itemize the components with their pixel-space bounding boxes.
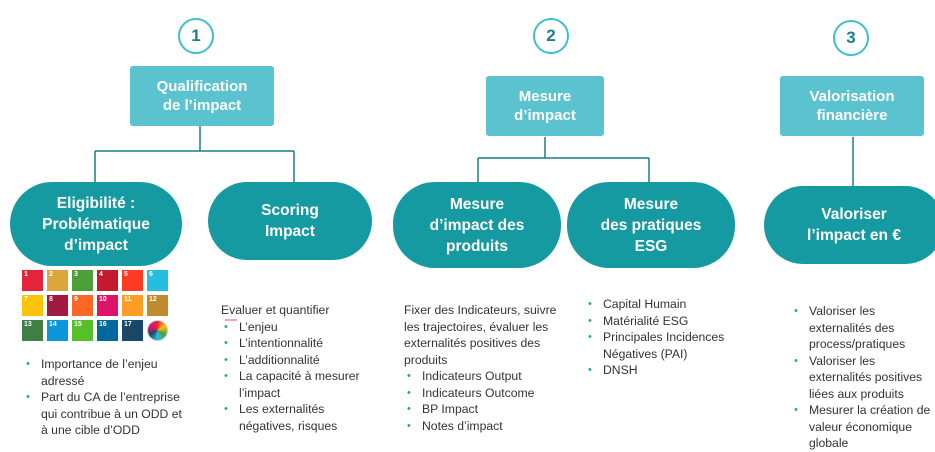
valoriser-oval: Valoriser l’impact en € — [764, 186, 935, 264]
col2-intro: Evaluer et quantifier — [221, 303, 330, 317]
col3-intro: Fixer des Indicateurs, suivre les trajec… — [404, 303, 557, 367]
scoring-oval: Scoring Impact — [208, 182, 372, 260]
bullet-item: L’additionnalité — [221, 352, 371, 369]
bullet-item: Notes d’impact — [404, 418, 566, 435]
sdg-tile-icon: 6 — [147, 270, 168, 291]
step-2-title: Mesure d’impact — [486, 76, 604, 136]
col4-text: Capital HumainMatérialité ESGPrincipales… — [585, 296, 750, 379]
sdg-tile-icon: 3 — [72, 270, 93, 291]
sdg-tile-icon: 2 — [47, 270, 68, 291]
sdg-tile-icon: 4 — [97, 270, 118, 291]
bullet-item: Indicateurs Output — [404, 368, 566, 385]
mesure-produits-oval: Mesure d’impact des produits — [393, 182, 561, 268]
col5-text: Valoriser les externalités des process/p… — [791, 303, 935, 452]
sdg-tile-icon: 12 — [147, 295, 168, 316]
mesure-pratiques-oval: Mesure des pratiques ESG — [567, 182, 735, 268]
sdg-tile-icon: 13 — [22, 320, 43, 341]
sdg-tile-icon — [147, 320, 168, 341]
bullet-item: L’intentionnalité — [221, 335, 371, 352]
sdg-tile-icon: 11 — [122, 295, 143, 316]
sdg-tile-icon: 9 — [72, 295, 93, 316]
bullet-item: Importance de l’enjeu adressé — [23, 356, 183, 389]
bullet-item: DNSH — [585, 362, 750, 379]
step-1-number: 1 — [178, 18, 214, 54]
sdg-tile-icon: 17 — [122, 320, 143, 341]
sdg-tile-icon: 16 — [97, 320, 118, 341]
bullet-item: Principales Incidences Négatives (PAI) — [585, 329, 750, 362]
bullet-item: Indicateurs Outcome — [404, 385, 566, 402]
bullet-item: BP Impact — [404, 401, 566, 418]
bullet-item: Part du CA de l’entreprise qui contribue… — [23, 389, 183, 439]
step-2-number: 2 — [533, 18, 569, 54]
sdg-tile-icon: 1 — [22, 270, 43, 291]
sdg-tile-icon: 14 — [47, 320, 68, 341]
bullet-item: L’enjeu — [221, 319, 371, 336]
bullet-item: Capital Humain — [585, 296, 750, 313]
col2-text: Evaluer et quantifier L’enjeuL’intention… — [221, 302, 371, 434]
step-3-title: Valorisation financière — [780, 76, 924, 136]
col3-text: Fixer des Indicateurs, suivre les trajec… — [404, 302, 566, 434]
bullet-item: Mesurer la création de valeur économique… — [791, 402, 935, 452]
col1-text: Importance de l’enjeu adresséPart du CA … — [23, 356, 183, 439]
bullet-item: Valoriser les externalités positives lié… — [791, 353, 935, 403]
bullet-item: La capacité à mesurer l’impact — [221, 368, 371, 401]
eligibilite-oval: Eligibilité : Problématique d’impact — [10, 182, 182, 266]
sdg-tile-icon: 15 — [72, 320, 93, 341]
sdg-tile-icon: 7 — [22, 295, 43, 316]
step-3-number: 3 — [833, 20, 869, 56]
bullet-item: Les externalités négatives, risques — [221, 401, 371, 434]
bullet-item: Valoriser les externalités des process/p… — [791, 303, 935, 353]
sdg-tile-icon: 5 — [122, 270, 143, 291]
bullet-item: Matérialité ESG — [585, 313, 750, 330]
sdg-tile-icon: 8 — [47, 295, 68, 316]
sdg-tile-icon: 10 — [97, 295, 118, 316]
step-1-title: Qualification de l’impact — [130, 66, 274, 126]
